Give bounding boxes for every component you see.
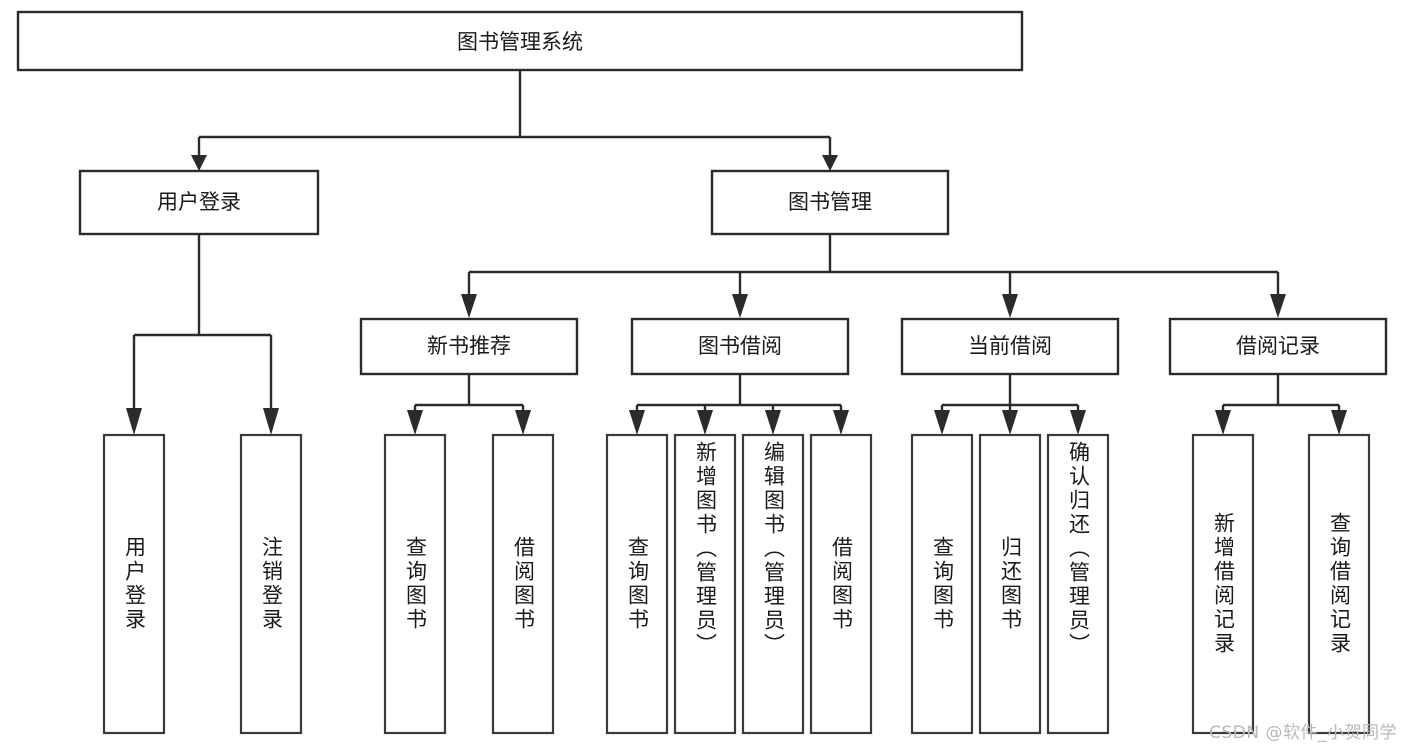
node-new-book-recommend[interactable]: 新书推荐 [359,317,579,376]
book-management-label: 图书管理 [788,190,872,214]
book-borrow-label: 图书借阅 [698,334,782,358]
arrow-head-book-mgmt [822,155,838,171]
node-book-management[interactable]: 图书管理 [710,169,950,236]
arrow-head-leaf-add-borrow-record [1215,410,1231,435]
node-root[interactable]: 图书管理系统 [16,10,1024,72]
borrow-record-label: 借阅记录 [1236,334,1320,358]
leaf-box-query-book-b[interactable] [605,433,669,735]
leaf-box-user-login[interactable] [102,433,166,735]
node-user-login[interactable]: 用户登录 [78,169,320,236]
arrow-head-leaf-edit-book-admin [765,410,781,435]
connector-layer [126,70,1347,435]
new-book-recommend-box[interactable] [359,317,579,376]
leaf-box-layer [102,433,1371,735]
arrow-head-leaf-borrow-book-b [833,410,849,435]
arrow-head-leaf-user-login [126,408,142,435]
leaf-box-query-borrow-record[interactable] [1307,433,1371,735]
leaf-box-borrow-book-b[interactable] [809,433,873,735]
current-borrow-label: 当前借阅 [968,334,1052,358]
book-management-box[interactable] [710,169,950,236]
leaf-box-borrow-book-a[interactable] [491,433,555,735]
node-book-borrow[interactable]: 图书借阅 [630,317,850,376]
arrow-head-leaf-query-book-a [407,410,423,435]
root-label: 图书管理系统 [457,30,583,54]
csdn-watermark: CSDN @软件_小贺同学 [1209,723,1397,743]
new-book-recommend-label: 新书推荐 [427,334,511,358]
borrow-record-box[interactable] [1168,317,1388,376]
node-current-borrow[interactable]: 当前借阅 [900,317,1120,376]
leaf-box-logout[interactable] [239,433,303,735]
arrow-head-leaf-query-book-c [934,410,950,435]
leaf-box-return-book[interactable] [978,433,1042,735]
current-borrow-box[interactable] [900,317,1120,376]
arrow-head-user-login [191,155,207,171]
leaf-box-edit-book-admin[interactable] [741,433,805,735]
arrow-head-leaf-logout [263,408,279,435]
arrow-head-leaf-query-borrow-record [1331,410,1347,435]
user-login-label: 用户登录 [157,190,241,214]
leaf-box-query-book-c[interactable] [910,433,974,735]
arrow-head-leaf-borrow-book-a [515,410,531,435]
user-login-box[interactable] [78,169,320,236]
leaf-box-add-borrow-record[interactable] [1191,433,1255,735]
book-borrow-box[interactable] [630,317,850,376]
leaf-box-add-book-admin[interactable] [673,433,737,735]
arrow-head-borrow-record [1270,294,1286,318]
arrow-head-current-borrow [1002,294,1018,318]
leaf-box-confirm-return-admin[interactable] [1046,433,1110,735]
arrow-head-leaf-return-book [1002,410,1018,435]
arrow-head-leaf-add-book-admin [697,410,713,435]
leaf-box-query-book-a[interactable] [383,433,447,735]
node-borrow-record[interactable]: 借阅记录 [1168,317,1388,376]
arrow-head-leaf-confirm-return [1070,410,1086,435]
arrow-head-book-borrow [732,294,748,318]
arrow-head-leaf-query-book-b [629,410,645,435]
arrow-head-new-book-rec [461,294,477,318]
root-box[interactable] [16,10,1024,72]
